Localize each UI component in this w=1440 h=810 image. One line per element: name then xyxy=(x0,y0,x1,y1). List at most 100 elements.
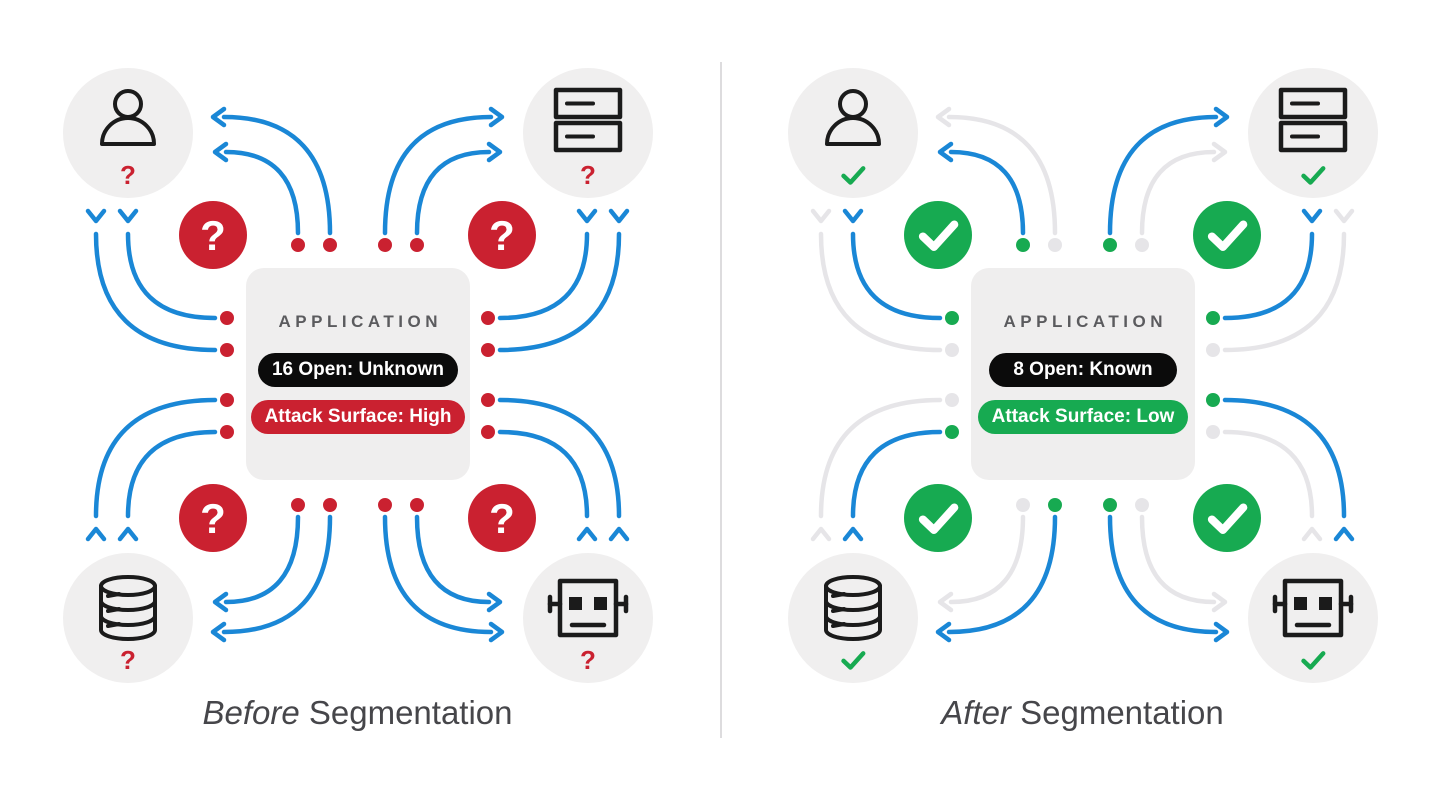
arrowhead-icon xyxy=(937,141,954,163)
connection-dot xyxy=(1016,498,1030,512)
connection-bl_diag_outer xyxy=(210,498,337,643)
connection-dot xyxy=(220,393,234,407)
server-node xyxy=(1248,68,1378,198)
connection-bl_diag_inner xyxy=(212,498,305,613)
question-mark-icon: ? xyxy=(200,495,226,542)
connection-dot xyxy=(945,425,959,439)
connection-tr_diag_outer xyxy=(378,106,505,252)
connection-arrow xyxy=(382,114,494,236)
connection-tr_vert_inner xyxy=(1206,208,1323,325)
connection-arrow xyxy=(414,514,492,605)
caption-rest: Segmentation xyxy=(308,694,513,731)
connection-arrow xyxy=(497,397,622,519)
arrowhead-icon xyxy=(1213,106,1230,128)
connection-tr_diag_outer xyxy=(1103,106,1230,252)
node-circle xyxy=(788,68,918,198)
connection-arrow xyxy=(497,231,622,353)
server-icon xyxy=(1278,87,1348,153)
robot-icon xyxy=(547,578,629,638)
caption-before: Before Segmentation xyxy=(0,694,715,732)
database-icon xyxy=(99,575,157,641)
check-icon xyxy=(1301,651,1326,670)
arrowhead-icon xyxy=(842,526,864,542)
check-icon xyxy=(841,166,866,185)
arrowhead-icon xyxy=(117,526,139,542)
arrowhead-icon xyxy=(210,621,227,643)
node-circle xyxy=(63,68,193,198)
application-label: APPLICATION xyxy=(278,312,442,331)
check-icon xyxy=(841,651,866,670)
connection-dot xyxy=(220,311,234,325)
arrowhead-icon xyxy=(117,208,139,224)
server-node: ? xyxy=(523,68,653,198)
connection-br_diag_outer xyxy=(1103,498,1230,643)
connection-arrow xyxy=(1139,514,1217,605)
connection-tr_diag_inner xyxy=(410,141,503,252)
question-mark-icon: ? xyxy=(489,212,515,259)
connection-dot xyxy=(1135,498,1149,512)
connection-arrow xyxy=(125,429,218,519)
arrowhead-icon xyxy=(488,621,505,643)
node-circle xyxy=(63,553,193,683)
connection-dot xyxy=(1016,238,1030,252)
panel-after: APPLICATION 8 Open: Known Attack Surface… xyxy=(725,0,1440,810)
connection-br_vert_inner xyxy=(481,425,598,542)
connection-arrow xyxy=(850,231,943,321)
arrowhead-icon xyxy=(842,208,864,224)
connection-br_diag_inner-blocked xyxy=(1135,498,1228,613)
connection-tr_vert_outer xyxy=(481,208,630,357)
connection-arrow xyxy=(221,514,333,635)
arrowhead-icon xyxy=(1301,208,1323,224)
connection-arrow xyxy=(93,231,218,353)
connection-dot xyxy=(481,343,495,357)
check-icon xyxy=(1301,166,1326,185)
arrowhead-icon xyxy=(85,526,107,542)
connection-tl_diag_inner xyxy=(212,141,305,252)
check-badge xyxy=(904,484,972,552)
check-badge xyxy=(904,201,972,269)
connection-arrow xyxy=(382,514,494,635)
question-badge: ? xyxy=(179,201,247,269)
connection-tl_vert_inner xyxy=(842,208,959,325)
connection-dot xyxy=(291,238,305,252)
connection-arrow xyxy=(414,149,492,236)
connection-dot xyxy=(945,311,959,325)
question-mark-icon: ? xyxy=(580,645,596,675)
question-mark-icon: ? xyxy=(580,160,596,190)
arrowhead-icon xyxy=(935,621,952,643)
connection-dot xyxy=(481,393,495,407)
connection-arrow xyxy=(497,429,590,519)
caption-rest: Segmentation xyxy=(1020,694,1224,731)
arrowhead-icon xyxy=(1211,141,1228,163)
connection-bl_vert_outer xyxy=(85,393,234,542)
user-icon xyxy=(825,89,881,146)
connection-dot xyxy=(1048,498,1062,512)
robot-node: ? xyxy=(523,553,653,683)
connection-dot xyxy=(220,343,234,357)
arrowhead-icon xyxy=(212,591,229,613)
connection-arrow xyxy=(1222,429,1315,519)
node-circle xyxy=(1248,553,1378,683)
connection-dot xyxy=(410,238,424,252)
arrowhead-icon xyxy=(1333,526,1355,542)
question-mark-icon: ? xyxy=(200,212,226,259)
arrowhead-icon xyxy=(85,208,107,224)
connection-br_diag_outer xyxy=(378,498,505,643)
connection-dot xyxy=(1206,393,1220,407)
caption-after: After Segmentation xyxy=(725,694,1440,732)
connection-arrow xyxy=(125,231,218,321)
diagram-before: ? ? ? ? xyxy=(63,68,653,683)
connection-arrow xyxy=(1222,397,1347,519)
connection-arrow xyxy=(1222,231,1347,353)
connection-bl_vert_inner xyxy=(117,425,234,542)
connection-br_vert_outer xyxy=(481,393,630,542)
connection-dot xyxy=(291,498,305,512)
connection-bl_vert_inner xyxy=(842,425,959,542)
node-circle xyxy=(523,553,653,683)
arrowhead-icon xyxy=(212,141,229,163)
arrowhead-icon xyxy=(486,141,503,163)
arrowhead-icon xyxy=(935,106,952,128)
connection-arrow xyxy=(221,114,333,236)
connection-arrow xyxy=(948,149,1026,236)
panel-divider xyxy=(720,62,722,738)
